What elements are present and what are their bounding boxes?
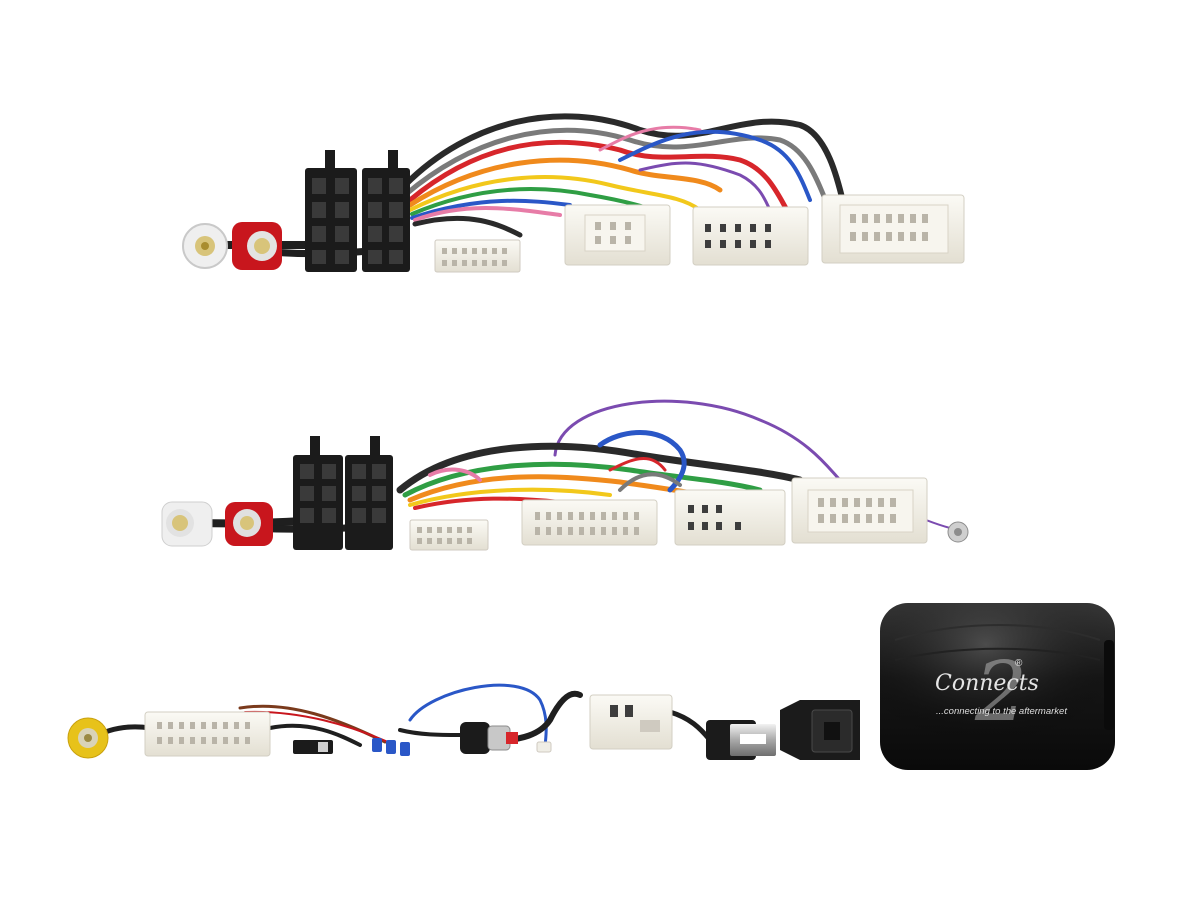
multi-pin-connector-a-2	[521, 499, 658, 546]
usb-plug-icon	[706, 720, 776, 760]
logo-registered-mark: ®	[1015, 658, 1023, 669]
rca-plug-white-1	[182, 223, 228, 269]
iso-connector-icon	[293, 436, 393, 550]
rca-plug-red-1	[232, 222, 282, 270]
antenna-plug-icon	[947, 521, 969, 543]
harness-2	[161, 399, 969, 551]
connector-small-white	[536, 741, 552, 753]
logo-numeral: 2	[974, 645, 1027, 740]
multi-pin-connector-b-1	[692, 206, 809, 266]
logo-brand-text: Connects	[935, 671, 1039, 696]
multi-pin-connector-b-2	[674, 489, 786, 546]
spade-terminals	[372, 738, 410, 756]
square-socket-connector	[780, 700, 860, 760]
logo-tagline: ...connecting to the aftermarket	[936, 706, 1067, 717]
multi-pin-connector-c-1	[821, 194, 965, 264]
antenna-plug-icon	[460, 722, 518, 754]
harness-1	[182, 113, 965, 273]
multi-pin-connector-e	[589, 694, 673, 750]
rca-plug-red-2	[225, 502, 273, 546]
brand-logo: 2 Connects ® ...connecting to the afterm…	[935, 645, 1067, 740]
multi-pin-connector-d	[144, 711, 271, 757]
iso-connector-icon	[305, 150, 410, 272]
interface-module-icon: 2 Connects ® ...connecting to the afterm…	[880, 603, 1115, 770]
rca-plug-yellow	[67, 717, 109, 759]
rca-plug-white-2	[161, 501, 213, 547]
accessories-row: 2 Connects ® ...connecting to the afterm…	[67, 603, 1115, 770]
multi-pin-connector-small-2	[409, 519, 489, 551]
multi-pin-connector-small-1	[434, 239, 521, 273]
inline-fuse-holder	[293, 740, 333, 754]
multi-pin-connector-a-1	[564, 204, 671, 266]
multi-pin-connector-c-2	[791, 477, 928, 544]
